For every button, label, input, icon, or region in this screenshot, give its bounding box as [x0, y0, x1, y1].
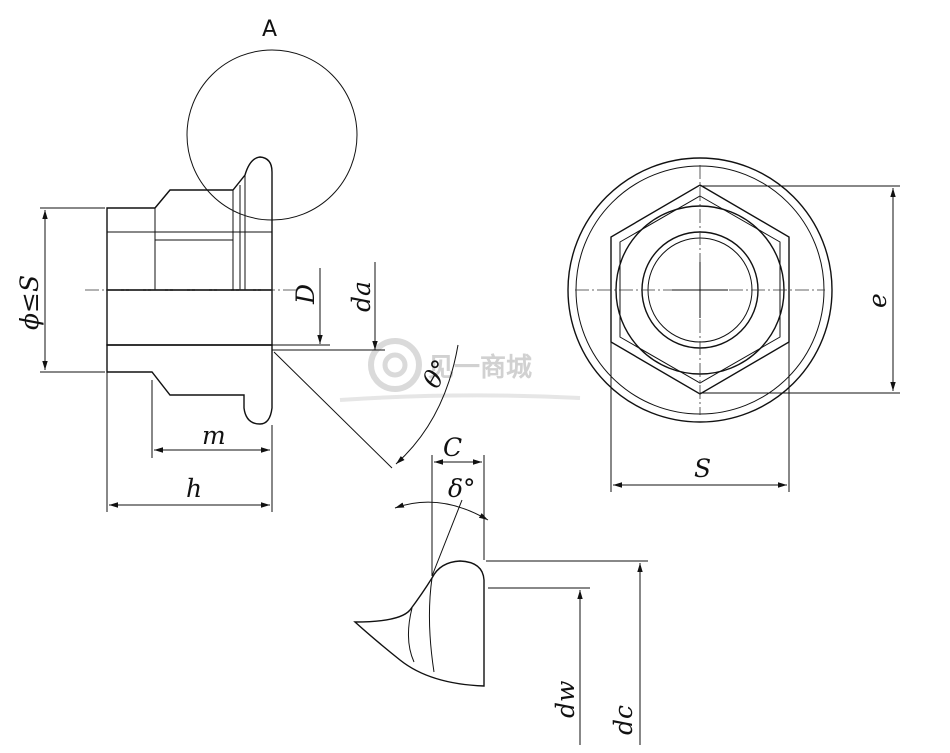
- c-label: C: [443, 433, 462, 462]
- dc-label: dc: [609, 705, 638, 735]
- da-label: da: [347, 281, 376, 312]
- detail-a-label: A: [262, 17, 277, 42]
- dw-label: dw: [551, 681, 580, 718]
- h-label: h: [186, 474, 202, 503]
- detail-circle-a: [186, 49, 358, 221]
- m-label: m: [202, 421, 226, 450]
- delta-label: δ°: [448, 474, 476, 503]
- watermark-text: 见一商城: [428, 352, 532, 383]
- top-view: e S: [567, 157, 900, 492]
- side-view: A ϕ≤S m h D da θ°: [15, 17, 459, 512]
- detail-a-view: C δ° dw dc: [353, 433, 648, 745]
- s-label: S: [694, 454, 711, 483]
- e-label: e: [863, 293, 892, 308]
- phi-s-label: ϕ≤S: [15, 275, 44, 330]
- watermark: 见一商城: [339, 338, 581, 402]
- d-label: D: [291, 284, 320, 305]
